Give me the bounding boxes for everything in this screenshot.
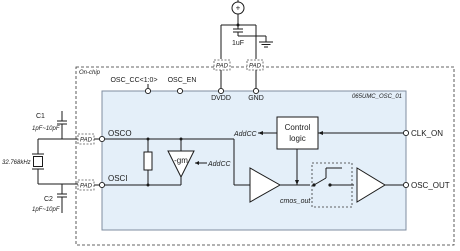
dvdd-label: DVDD bbox=[211, 95, 231, 102]
pad-osco: PAD bbox=[77, 133, 95, 145]
svg-text:PAD: PAD bbox=[80, 184, 93, 190]
svg-text:PAD: PAD bbox=[249, 64, 262, 70]
capacitor-c1-icon bbox=[57, 120, 67, 125]
gnd-label: GND bbox=[248, 95, 264, 102]
osc-cc-label: OSC_CC<1:0> bbox=[110, 77, 157, 84]
buffer-triangle-icon bbox=[249, 167, 282, 203]
c1-range: 1pF~10pF bbox=[32, 126, 60, 132]
cmos-out-label: cmos_out bbox=[280, 198, 311, 205]
svg-text:PAD: PAD bbox=[216, 64, 229, 70]
addcc-gm-label: AddCC bbox=[207, 161, 232, 168]
osc-out-label: OSC_OUT bbox=[411, 181, 450, 190]
osco-label: OSCO bbox=[108, 129, 132, 138]
gm-label: -gm bbox=[174, 156, 188, 165]
pin-osc-cc bbox=[144, 87, 152, 95]
svg-text:PAD: PAD bbox=[80, 138, 93, 144]
pin-osc-out bbox=[402, 181, 410, 189]
block-name: 065UMC_OSC_01 bbox=[352, 94, 402, 100]
pin-clk-on bbox=[402, 129, 410, 137]
c1-label: C1 bbox=[36, 113, 45, 120]
ground-icon bbox=[259, 41, 273, 48]
capacitor-value: 1uF bbox=[232, 40, 244, 47]
crystal-frequency: 32.768kHz bbox=[2, 160, 31, 166]
output-buffer-triangle-icon bbox=[356, 167, 386, 203]
osci-label: OSCI bbox=[108, 174, 128, 183]
control-logic-line1: Control bbox=[285, 123, 311, 132]
pin-osc-en bbox=[176, 87, 184, 95]
addcc-left-label: AddCC bbox=[233, 131, 258, 138]
osc-en-label: OSC_EN bbox=[168, 77, 197, 84]
voltage-source-symbol: + bbox=[236, 4, 241, 13]
c2-label: C2 bbox=[44, 196, 53, 203]
external-crystal-network: C1 1pF~10pF C2 1pF~10pF 32.768kHz bbox=[2, 111, 80, 213]
control-logic-line2: logic bbox=[289, 134, 305, 143]
supply-source: + 1uF bbox=[220, 0, 273, 59]
resistor-icon bbox=[143, 151, 153, 171]
pad-supply-gnd: PAD bbox=[246, 59, 264, 71]
switch-icon bbox=[312, 167, 354, 187]
on-chip-label: On-chip bbox=[79, 70, 101, 76]
pin-dvdd bbox=[217, 87, 225, 95]
c2-range: 1pF~10pF bbox=[32, 207, 60, 213]
on-chip-boundary bbox=[75, 66, 455, 246]
pin-osco bbox=[98, 135, 106, 143]
osc-block bbox=[101, 90, 407, 231]
clk-on-label: CLK_ON bbox=[411, 129, 443, 138]
pin-gnd bbox=[252, 87, 260, 95]
control-logic-block bbox=[276, 116, 319, 150]
pad-osci: PAD bbox=[77, 179, 95, 191]
capacitor-c2-icon bbox=[57, 193, 67, 198]
capacitor-icon bbox=[233, 28, 243, 33]
crystal-icon bbox=[32, 153, 44, 170]
pin-osci bbox=[98, 181, 106, 189]
pad-supply-dvdd: PAD bbox=[213, 59, 231, 71]
